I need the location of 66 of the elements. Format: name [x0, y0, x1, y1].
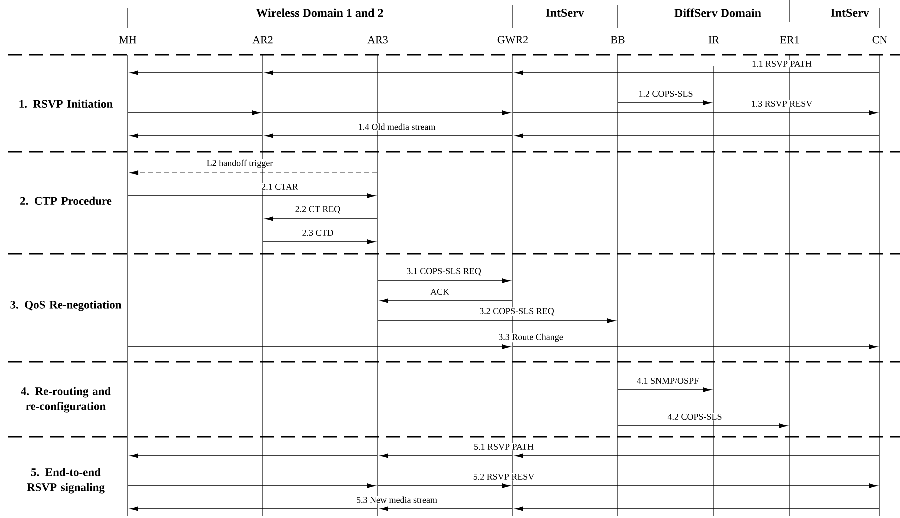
edge-label: 5.1 RSVP PATH — [474, 444, 534, 450]
message-arrow — [130, 170, 378, 176]
lifeline-label: GWR2 — [498, 36, 528, 44]
edge-label: 3.1 COPS-SLS REQ — [407, 268, 482, 276]
message-arrow — [128, 484, 376, 488]
message-arrow — [266, 134, 513, 138]
edge-label: 3.3 Route Change — [499, 334, 564, 342]
edge-label: 1.1 RSVP PATH — [752, 60, 812, 68]
message-arrow — [128, 194, 376, 198]
lifeline-label: MH — [119, 36, 137, 44]
domain-heading: Wireless Domain 1 and 2 — [256, 8, 384, 18]
edge-label: 4.2 COPS-SLS — [668, 414, 722, 420]
message-arrow — [378, 318, 616, 324]
lifeline-label: AR3 — [368, 36, 388, 44]
lifeline-label: IR — [708, 36, 720, 44]
message-arrow — [128, 110, 260, 116]
edge-label: 4.1 SNMP/OSPF — [637, 378, 699, 384]
edge-label: 5.2 RSVP RESV — [474, 474, 535, 480]
phase-heading: 2. CTP Procedure — [20, 196, 112, 206]
phase-heading: 5. End-to-end RSVP signaling — [27, 468, 105, 494]
edge-label: L2 handoff trigger — [207, 160, 274, 168]
message-arrow — [513, 484, 878, 488]
message-arrow — [516, 70, 880, 76]
lifeline-label: BB — [610, 36, 625, 44]
edge-label: 5.3 New media stream — [357, 496, 438, 504]
message-arrow — [513, 344, 878, 350]
message-arrow — [130, 70, 263, 76]
phase-heading: 1. RSVP Initiation — [20, 100, 113, 108]
domain-heading: IntServ — [831, 8, 870, 18]
lifeline-label: CN — [872, 36, 888, 44]
edge-label: ACK — [430, 288, 450, 296]
message-arrow — [516, 506, 880, 512]
edge-label: 2.2 CT REQ — [296, 206, 340, 214]
lifeline-label: AR2 — [252, 36, 273, 44]
message-arrow — [618, 424, 788, 428]
message-arrow — [266, 216, 378, 222]
message-arrow — [263, 110, 510, 116]
message-arrow — [380, 506, 513, 512]
phase-heading: 3. QoS Re-negotiation — [10, 300, 122, 312]
message-arrow — [516, 454, 880, 458]
lifeline — [262, 55, 264, 516]
message-arrow — [130, 506, 378, 512]
message-arrow — [618, 100, 712, 106]
message-arrow — [380, 454, 513, 458]
edge-label: 2.3 CTD — [302, 230, 334, 236]
edge-label: 1.4 Old media stream — [359, 124, 436, 130]
message-arrow — [378, 278, 510, 284]
message-arrow — [130, 454, 378, 458]
message-arrow — [263, 240, 376, 244]
lifeline — [512, 55, 514, 516]
edge-label: 1.3 RSVP RESV — [752, 100, 813, 108]
domain-heading: DiffServ Domain — [674, 8, 762, 18]
message-arrow — [380, 298, 513, 304]
message-arrow — [516, 134, 880, 138]
lifeline-label: ER1 — [780, 36, 800, 44]
message-arrow — [618, 388, 712, 392]
edge-label: 1.2 COPS-SLS — [640, 90, 693, 98]
message-arrow — [513, 110, 878, 116]
phase-heading: 4. Re-routing and re-configuration — [21, 387, 111, 413]
domain-heading: IntServ — [546, 8, 584, 18]
edge-label: 3.2 COPS-SLS REQ — [480, 308, 554, 316]
message-arrow — [266, 70, 513, 76]
message-arrow — [128, 344, 510, 350]
edge-label: 2.1 CTAR — [262, 184, 298, 190]
message-arrow — [378, 484, 510, 488]
message-arrow — [130, 134, 263, 138]
